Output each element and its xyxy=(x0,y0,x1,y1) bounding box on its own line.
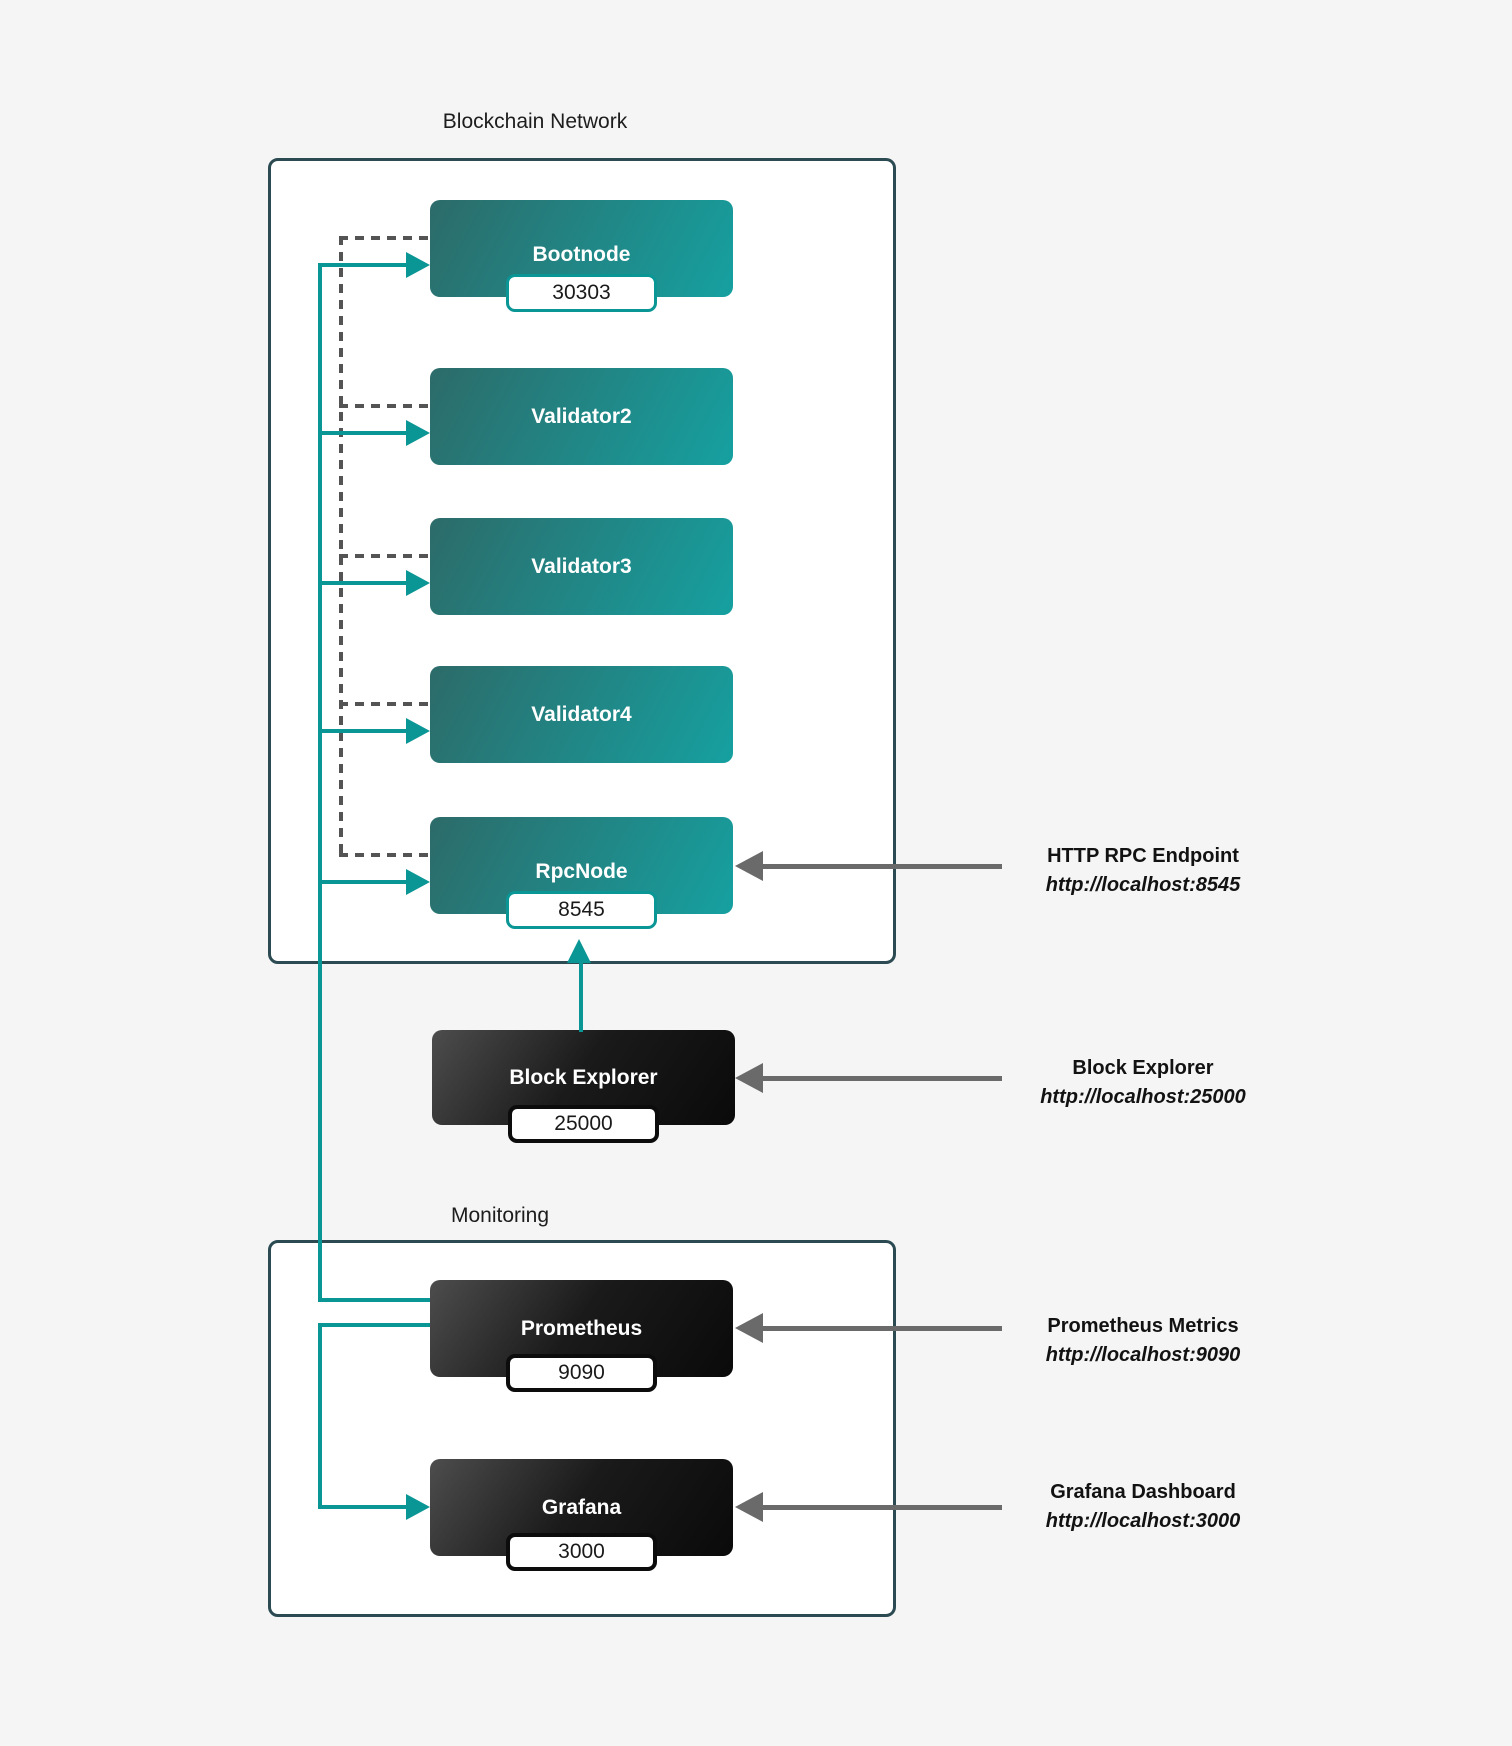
node-validator4: Validator4 xyxy=(430,666,733,763)
node-bootnode-label: Bootnode xyxy=(532,242,631,266)
annotation-line-http-rpc xyxy=(760,864,1002,869)
node-rpcnode-label: RpcNode xyxy=(535,859,628,883)
node-validator3: Validator3 xyxy=(430,518,733,615)
teal-edge-blockexplorer-rpcnode xyxy=(579,961,583,1032)
port-badge-bootnode-value: 30303 xyxy=(552,281,611,304)
annotation-block-explorer-title: Block Explorer xyxy=(1072,1057,1214,1079)
port-badge-grafana: 3000 xyxy=(506,1533,657,1571)
annotation-http-rpc-title: HTTP RPC Endpoint xyxy=(1047,845,1239,867)
node-block-explorer-label: Block Explorer xyxy=(509,1065,658,1089)
arrowhead-bootnode xyxy=(406,252,430,278)
annotation-http-rpc-url: http://localhost:8545 xyxy=(1045,874,1241,896)
arrowhead-grafana xyxy=(406,1494,430,1520)
annotation-block-explorer-url: http://localhost:25000 xyxy=(1040,1086,1246,1108)
port-badge-prometheus: 9090 xyxy=(506,1354,657,1392)
teal-edge-prometheus xyxy=(318,1298,432,1302)
node-grafana-label: Grafana xyxy=(541,1495,622,1519)
node-validator4-label: Validator4 xyxy=(531,702,632,726)
teal-edge-rpcnode xyxy=(318,880,408,884)
annotation-block-explorer: Block Explorer http://localhost:25000 xyxy=(983,1054,1303,1112)
arrowhead-validator2 xyxy=(406,420,430,446)
annotation-line-prometheus xyxy=(760,1326,1002,1331)
annotation-grafana-url: http://localhost:3000 xyxy=(1045,1510,1241,1532)
arrowhead-up-rpcnode xyxy=(567,939,591,963)
dashed-trunk-edge xyxy=(339,236,343,857)
teal-edge-validator2 xyxy=(318,431,408,435)
dashed-edge-validator4 xyxy=(339,702,430,706)
annotation-grafana-dashboard: Grafana Dashboard http://localhost:3000 xyxy=(983,1478,1303,1536)
annotation-line-grafana xyxy=(760,1505,1002,1510)
annotation-arrowhead-prometheus xyxy=(735,1313,763,1343)
port-badge-rpcnode-value: 8545 xyxy=(558,898,605,921)
annotation-line-block-explorer xyxy=(760,1076,1002,1081)
arrowhead-validator4 xyxy=(406,718,430,744)
port-badge-bootnode: 30303 xyxy=(506,274,657,312)
arrowhead-rpcnode xyxy=(406,869,430,895)
annotation-arrowhead-http-rpc xyxy=(735,851,763,881)
node-validator2: Validator2 xyxy=(430,368,733,465)
teal-edge-bootnode xyxy=(318,263,408,267)
annotation-arrowhead-grafana xyxy=(735,1492,763,1522)
annotation-prometheus-metrics: Prometheus Metrics http://localhost:9090 xyxy=(983,1312,1303,1370)
port-badge-prometheus-value: 9090 xyxy=(558,1361,605,1384)
node-validator2-label: Validator2 xyxy=(531,404,632,428)
annotation-prometheus-url: http://localhost:9090 xyxy=(1045,1344,1241,1366)
node-rpcnode: RpcNode xyxy=(430,817,733,914)
annotation-prometheus-title: Prometheus Metrics xyxy=(1047,1315,1239,1337)
dashed-edge-validator2 xyxy=(339,404,430,408)
node-bootnode: Bootnode xyxy=(430,200,733,297)
node-prometheus-label: Prometheus xyxy=(520,1316,643,1340)
port-badge-block-explorer: 25000 xyxy=(508,1105,659,1143)
monitoring-title: Monitoring xyxy=(450,1204,550,1227)
teal-edge-grafana xyxy=(318,1505,408,1509)
teal-edge-prometheus-grafana-out xyxy=(318,1323,432,1327)
dashed-edge-validator3 xyxy=(339,554,430,558)
dashed-edge-bootnode xyxy=(339,236,430,240)
node-validator3-label: Validator3 xyxy=(531,554,632,578)
teal-edge-validator3 xyxy=(318,581,408,585)
blockchain-network-title: Blockchain Network xyxy=(442,110,628,133)
annotation-arrowhead-block-explorer xyxy=(735,1063,763,1093)
teal-edge-grafana-drop xyxy=(318,1323,322,1509)
annotation-http-rpc-endpoint: HTTP RPC Endpoint http://localhost:8545 xyxy=(983,842,1303,900)
port-badge-grafana-value: 3000 xyxy=(558,1540,605,1563)
occluded-validator1-label: Validator1 xyxy=(531,498,632,521)
teal-trunk-edge xyxy=(318,263,322,1302)
teal-edge-validator4 xyxy=(318,729,408,733)
annotation-grafana-title: Grafana Dashboard xyxy=(1050,1481,1236,1503)
port-badge-block-explorer-value: 25000 xyxy=(554,1112,613,1135)
arrowhead-validator3 xyxy=(406,570,430,596)
dashed-edge-rpcnode xyxy=(339,853,430,857)
port-badge-rpcnode: 8545 xyxy=(506,891,657,929)
